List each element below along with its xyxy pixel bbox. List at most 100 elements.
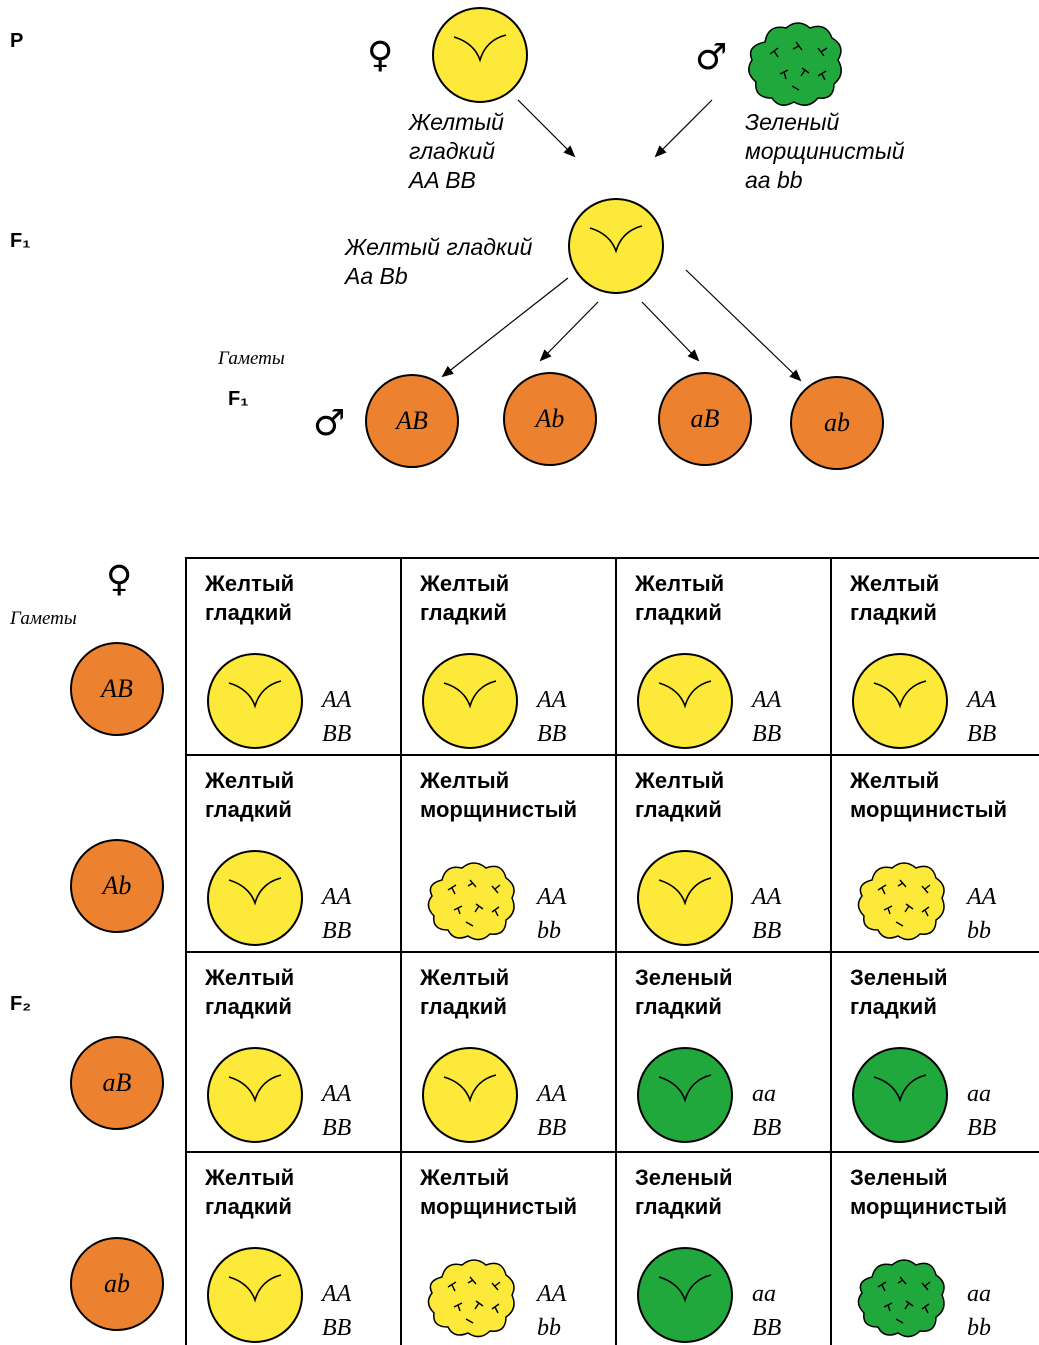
phenotype-label: Желтый гладкий bbox=[635, 766, 724, 824]
wrinkled-pea-icon bbox=[427, 1259, 515, 1338]
phenotype-texture: морщинистый bbox=[420, 1194, 578, 1219]
phenotype-label: Желтый морщинистый bbox=[850, 766, 1007, 824]
phenotype-texture: гладкий bbox=[420, 600, 507, 625]
genotype-label: AA BB bbox=[322, 880, 372, 948]
phenotype-label: Зеленый морщинистый bbox=[850, 1163, 1007, 1221]
parent-female-description: Желтый гладкий AA BB bbox=[409, 108, 504, 195]
arrow-f1-to-gamete-ab bbox=[685, 269, 802, 382]
male-gamete-AB: AB bbox=[365, 374, 459, 468]
phenotype-label: Желтый гладкий bbox=[420, 963, 509, 1021]
phenotype-label: Желтый гладкий bbox=[850, 569, 939, 627]
genotype-a: aa bbox=[967, 1281, 991, 1307]
phenotype-color: Желтый bbox=[205, 768, 295, 793]
smooth-pea-icon bbox=[637, 653, 733, 749]
genotype-a: AA bbox=[322, 1081, 352, 1107]
phenotype-color: Зеленый bbox=[850, 965, 948, 990]
genotype-b: BB bbox=[967, 1115, 997, 1141]
smooth-pea-icon bbox=[852, 653, 948, 749]
genotype-b: BB bbox=[322, 1115, 352, 1141]
phenotype-texture: гладкий bbox=[205, 994, 292, 1019]
f1-genotype: Aa Bb bbox=[345, 263, 408, 289]
genotype-a: AA bbox=[967, 884, 997, 910]
male-gamete-Ab: Ab bbox=[503, 372, 597, 466]
phenotype-label: Желтый гладкий bbox=[635, 569, 724, 627]
genotype-b: BB bbox=[752, 1315, 782, 1341]
phenotype-texture: гладкий bbox=[635, 600, 722, 625]
phenotype-texture: гладкий bbox=[635, 1194, 722, 1219]
genotype-b: BB bbox=[322, 1315, 352, 1341]
phenotype-label: Зеленый гладкий bbox=[850, 963, 948, 1021]
genotype-a: aa bbox=[967, 1081, 991, 1107]
phenotype-label: Желтый морщинистый bbox=[420, 1163, 577, 1221]
phenotype-color: Желтый bbox=[420, 1165, 510, 1190]
phenotype-texture: гладкий bbox=[205, 1194, 292, 1219]
genotype-b: BB bbox=[752, 1115, 782, 1141]
smooth-pea-icon bbox=[637, 1247, 733, 1343]
phenotype-label: Желтый гладкий bbox=[205, 1163, 294, 1221]
phenotype-color: Желтый bbox=[635, 571, 725, 596]
genotype-a: aa bbox=[752, 1081, 776, 1107]
phenotype-color: Желтый bbox=[635, 768, 725, 793]
phenotype-texture: гладкий bbox=[850, 600, 937, 625]
phenotype-color: Желтый bbox=[420, 965, 510, 990]
genotype-a: AA bbox=[752, 687, 782, 713]
parent-female-phenotype-2: гладкий bbox=[409, 138, 496, 164]
smooth-pea-icon bbox=[207, 1247, 303, 1343]
parent-female-genotype: AA BB bbox=[409, 167, 476, 193]
phenotype-texture: морщинистый bbox=[420, 797, 578, 822]
parent-male-phenotype-2: морщинистый bbox=[745, 138, 905, 164]
phenotype-color: Желтый bbox=[420, 571, 510, 596]
f1-pea bbox=[568, 198, 664, 294]
generation-label-f1: F₁ bbox=[10, 230, 31, 252]
genotype-b: BB bbox=[322, 918, 352, 944]
female-gamete-Ab: Ab bbox=[70, 839, 164, 933]
phenotype-color: Желтый bbox=[850, 571, 940, 596]
male-gametes-symbol: ♂ bbox=[313, 403, 346, 444]
genotype-a: AA bbox=[322, 884, 352, 910]
parent-female-pea bbox=[432, 7, 528, 103]
wrinkled-pea-icon bbox=[857, 1259, 945, 1338]
arrow-f1-to-gamete-AB bbox=[441, 277, 569, 378]
generation-label-f1-gametes: F₁ bbox=[228, 388, 249, 410]
phenotype-texture: морщинистый bbox=[850, 1194, 1008, 1219]
genotype-a: AA bbox=[537, 687, 567, 713]
genotype-b: BB bbox=[537, 721, 567, 747]
male-symbol: ♂ bbox=[695, 37, 728, 78]
phenotype-color: Желтый bbox=[205, 571, 295, 596]
phenotype-texture: гладкий bbox=[420, 994, 507, 1019]
arrow-male-to-f1 bbox=[654, 99, 713, 158]
phenotype-label: Зеленый гладкий bbox=[635, 963, 733, 1021]
phenotype-color: Зеленый bbox=[850, 1165, 948, 1190]
female-gamete-ab: ab bbox=[70, 1237, 164, 1331]
arrow-female-to-f1 bbox=[517, 99, 576, 158]
genotype-label: AA BB bbox=[752, 683, 802, 751]
male-gamete-aB: aB bbox=[658, 372, 752, 466]
phenotype-label: Желтый гладкий bbox=[205, 766, 294, 824]
smooth-pea-icon bbox=[422, 653, 518, 749]
parent-female-phenotype-1: Желтый bbox=[409, 109, 504, 135]
genotype-b: BB bbox=[752, 721, 782, 747]
phenotype-color: Желтый bbox=[420, 768, 510, 793]
parent-male-genotype: aa bb bbox=[745, 167, 803, 193]
phenotype-color: Зеленый bbox=[635, 965, 733, 990]
female-gamete-aB: aB bbox=[70, 1036, 164, 1130]
